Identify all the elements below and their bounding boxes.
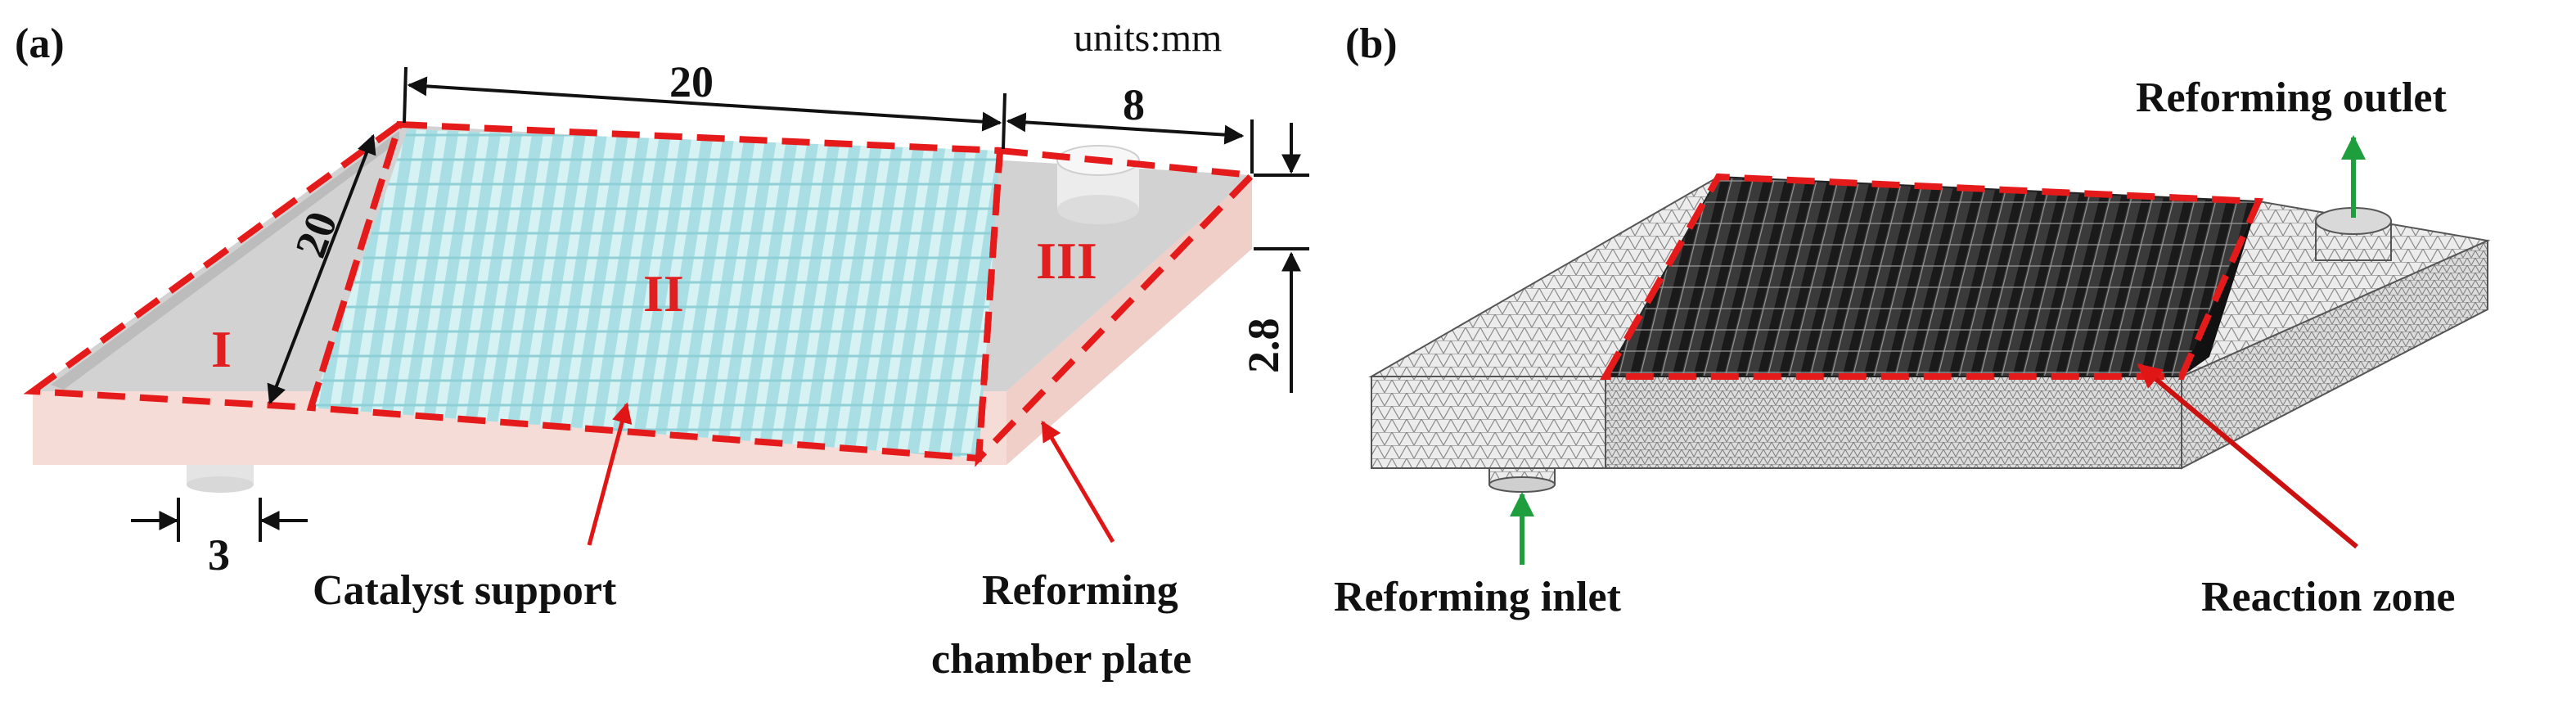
catalyst-pointer-arrow <box>587 402 633 546</box>
reaction-zone-label: Reaction zone <box>2201 574 2455 620</box>
units-label: units:mm <box>1074 16 1222 60</box>
region-III-outline <box>975 147 1259 467</box>
dim-top-width-value: 20 <box>669 57 714 106</box>
dim-thickness: 2.8 <box>1239 123 1309 393</box>
catalyst-support-label: Catalyst support <box>313 567 617 614</box>
dim-outlet-width-value: 8 <box>1123 80 1145 129</box>
dim-outlet-width: 8 <box>1006 80 1254 174</box>
panel-b-tag: (b) <box>1345 20 1398 67</box>
catalyst-support-area <box>311 129 1000 458</box>
plate-pointer-arrow <box>1040 420 1115 543</box>
outlet-port-cylinder <box>1056 145 1140 224</box>
meshed-plate-model <box>1368 174 2491 493</box>
reaction-zone-outline <box>1600 173 2264 380</box>
region-II-label: II <box>643 264 684 322</box>
dim-inlet-width: 3 <box>131 498 308 579</box>
reforming-outlet-label: Reforming outlet <box>2136 74 2447 121</box>
region-III-label: III <box>1036 232 1097 290</box>
panel-a-tag: (a) <box>15 20 65 67</box>
plate-label-line1: Reforming <box>982 567 1178 614</box>
dim-thickness-value: 2.8 <box>1239 318 1288 374</box>
inlet-port-stub <box>187 465 254 493</box>
region-I-label: I <box>211 320 232 378</box>
panel-b: (b) Reformin <box>1334 20 2491 620</box>
dim-inlet-width-value: 3 <box>208 530 230 579</box>
dim-top-width: 20 <box>403 57 1007 150</box>
reforming-inlet-label: Reforming inlet <box>1334 574 1622 620</box>
panel-a: (a) units:mm I II <box>15 16 1309 683</box>
plate-label-line2: chamber plate <box>931 636 1191 683</box>
reaction-pointer-arrow <box>2137 363 2358 549</box>
